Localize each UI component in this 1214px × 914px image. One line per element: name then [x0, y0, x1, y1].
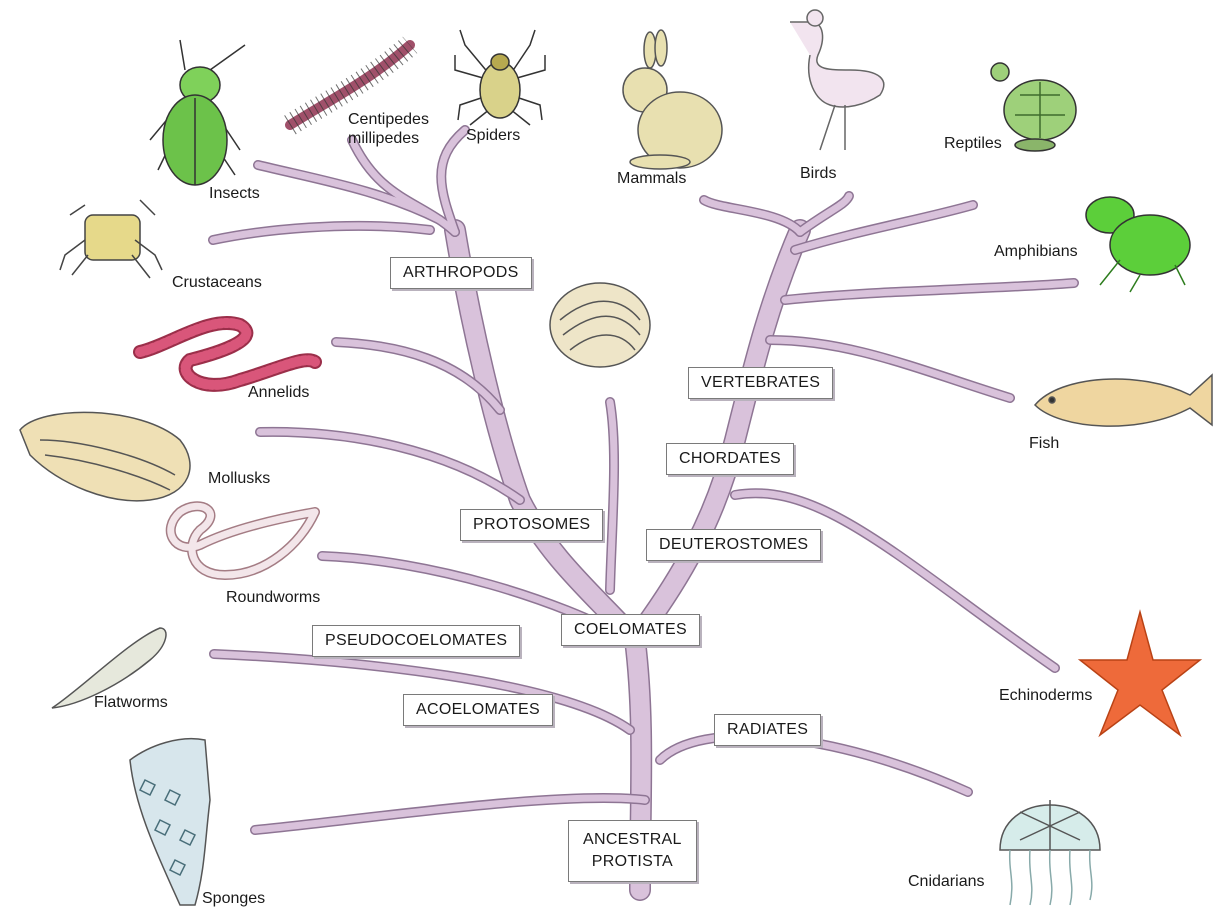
- turtle-icon: [991, 63, 1076, 151]
- label-amphibians: Amphibians: [994, 242, 1078, 261]
- node-vertebrates: VERTEBRATES: [688, 367, 833, 399]
- label-birds: Birds: [800, 164, 836, 183]
- label-centipedes-line2: millipedes: [348, 129, 429, 148]
- egret-icon: [790, 10, 884, 150]
- fish-icon: [1035, 375, 1212, 426]
- label-centipedes: Centipedes millipedes: [348, 110, 429, 148]
- node-pseudocoelomates: PSEUDOCOELOMATES: [312, 625, 520, 657]
- beetle-icon: [150, 40, 245, 185]
- label-mollusks: Mollusks: [208, 469, 270, 488]
- node-deuterostomes: DEUTEROSTOMES: [646, 529, 821, 561]
- node-arthropods: ARTHROPODS: [390, 257, 532, 289]
- label-annelids: Annelids: [248, 383, 309, 402]
- label-fish: Fish: [1029, 434, 1059, 453]
- jellyfish-icon: [1000, 800, 1100, 905]
- roundworm-icon: [171, 506, 315, 575]
- label-sponges: Sponges: [202, 889, 265, 908]
- node-ancestral-line1: ANCESTRAL: [583, 829, 682, 851]
- label-roundworms: Roundworms: [226, 588, 320, 607]
- tree-branches: [213, 130, 1074, 890]
- node-protosomes: PROTOSOMES: [460, 509, 603, 541]
- mussel-icon: [20, 412, 190, 500]
- label-flatworms: Flatworms: [94, 693, 168, 712]
- frog-icon: [1086, 197, 1190, 292]
- starfish-icon: [1080, 612, 1200, 735]
- label-centipedes-line1: Centipedes: [348, 110, 429, 129]
- node-acoelomates: ACOELOMATES: [403, 694, 553, 726]
- label-mammals: Mammals: [617, 169, 686, 188]
- node-coelomates: COELOMATES: [561, 614, 700, 646]
- node-ancestral-protista: ANCESTRAL PROTISTA: [568, 820, 697, 882]
- node-radiates: RADIATES: [714, 714, 821, 746]
- label-cnidarians: Cnidarians: [908, 872, 984, 891]
- label-reptiles: Reptiles: [944, 134, 1002, 153]
- earthworm-icon: [140, 323, 315, 385]
- node-ancestral-line2: PROTISTA: [583, 851, 682, 873]
- label-crustaceans: Crustaceans: [172, 273, 262, 292]
- label-spiders: Spiders: [466, 126, 520, 145]
- spider-icon: [455, 30, 545, 125]
- label-insects: Insects: [209, 184, 260, 203]
- crab-icon: [60, 200, 162, 278]
- rabbit-icon: [623, 30, 722, 169]
- sponge-icon: [130, 739, 210, 905]
- node-chordates: CHORDATES: [666, 443, 794, 475]
- clam-icon: [550, 283, 650, 367]
- label-echinoderms: Echinoderms: [999, 686, 1092, 705]
